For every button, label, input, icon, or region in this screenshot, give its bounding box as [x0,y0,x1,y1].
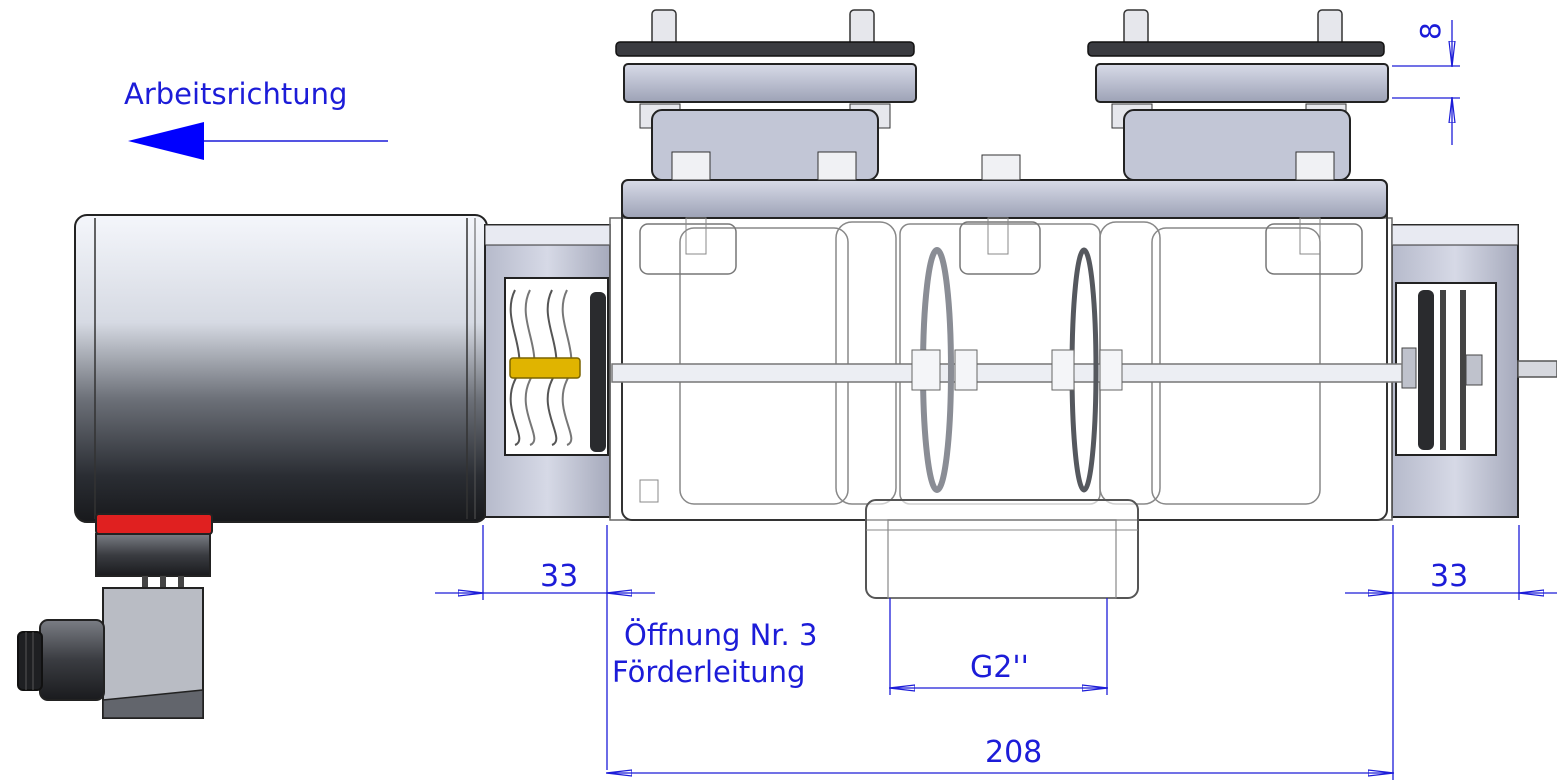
valve-body [609,179,1403,599]
solenoid-coil [74,214,488,523]
dimension-plate-8: 8 [1414,22,1447,40]
top-valve-left [615,9,917,181]
dimension-lines [435,20,1557,780]
opening-label-line1: Öffnung Nr. 3 [624,618,817,652]
left-flange [484,224,611,518]
center-bolt [981,154,1021,181]
right-flange [1391,224,1557,518]
cable-connector [17,513,213,719]
dimension-left-33: 33 [540,559,578,594]
dimension-right-33: 33 [1430,559,1468,594]
dimension-thread-g2: G2'' [970,650,1029,685]
direction-arrow [128,122,388,160]
opening-label-line2: Förderleitung [612,655,805,689]
dimension-length-208: 208 [985,735,1042,770]
top-valve-right [1087,9,1389,181]
direction-label: Arbeitsrichtung [124,77,347,111]
